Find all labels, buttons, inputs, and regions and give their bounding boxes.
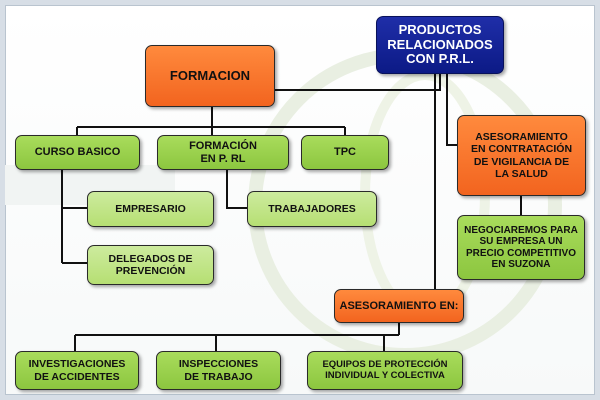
node-investigaciones-accidentes: INVESTIGACIONES DE ACCIDENTES: [15, 351, 139, 390]
line-to-trabajadores: [226, 170, 247, 209]
node-inspecciones-trabajo: INSPECCIONES DE TRABAJO: [156, 351, 281, 390]
line-productos-vigilancia: [446, 73, 457, 146]
node-delegados-prevencion: DELEGADOS DE PREVENCIÓN: [87, 245, 214, 285]
node-curso-basico: CURSO BASICO: [15, 135, 140, 170]
node-formacion-prl: FORMACIÓN EN P. RL: [157, 135, 289, 170]
node-asesoramiento-en: ASESORAMIENTO EN:: [334, 289, 464, 323]
node-formacion: FORMACION: [145, 45, 275, 107]
node-negociaremos-precio: NEGOCIAREMOS PARA SU EMPRESA UN PRECIO C…: [457, 215, 585, 280]
line-productos-formacion: [275, 73, 441, 91]
node-equipos-proteccion: EQUIPOS DE PROTECCIÓN INDIVIDUAL Y COLEC…: [307, 351, 463, 390]
node-tpc: TPC: [301, 135, 389, 170]
node-asesoramiento-vigilancia: ASESORAMIENTO EN CONTRATACIÓN DE VIGILAN…: [457, 115, 586, 196]
node-empresario: EMPRESARIO: [87, 191, 214, 227]
node-productos-relacionados: PRODUCTOS RELACIONADOS CON P.R.L.: [376, 16, 504, 74]
connector-lines: [61, 73, 522, 351]
node-trabajadores: TRABAJADORES: [247, 191, 377, 227]
